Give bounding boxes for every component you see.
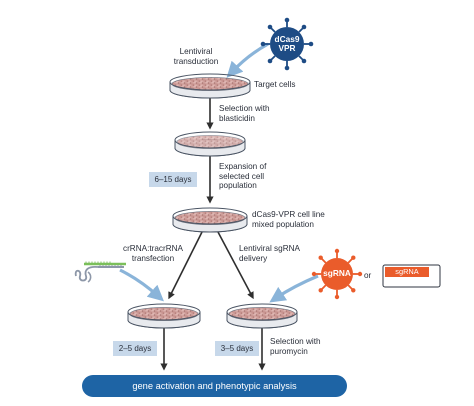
lentiviral-transduction-label: Lentiviral transduction <box>173 47 219 66</box>
gene-activation-bar: gene activation and phenotypic analysis <box>82 375 347 397</box>
lentiviral-sgrna-label: Lentiviral sgRNA delivery <box>239 244 300 263</box>
flow-arrow-left <box>168 231 203 300</box>
dcas9-virus-icon <box>260 17 314 71</box>
days-6-15-badge: 6–15 days <box>149 172 197 187</box>
petri-dish-expansion <box>172 207 248 233</box>
transduction-arrow <box>226 42 269 78</box>
target-cells-label: Target cells <box>254 80 296 89</box>
selection-blasticidin-label: Selection with blasticidin <box>219 104 270 123</box>
flow-arrow-right <box>217 231 254 300</box>
dcas9-vpr-line-label: dCas9-VPR cell line mixed population <box>252 210 325 229</box>
days-3-5-badge: 3–5 days <box>215 341 259 356</box>
sgrna-virus-icon <box>311 248 363 300</box>
or-label: or <box>364 271 372 280</box>
petri-dish-selection <box>174 131 246 157</box>
expansion-label: Expansion of selected cell population <box>219 162 267 191</box>
crrna-strand-icon <box>74 261 126 283</box>
petri-dish-crrna <box>127 303 201 329</box>
transfection-arrow <box>119 268 164 302</box>
petri-dish-sgrna <box>226 303 298 329</box>
selection-puromycin-label: Selection with puromycin <box>270 337 321 356</box>
sgrna-virus-label: sgRNA <box>323 268 351 278</box>
petri-dish-target <box>169 73 251 99</box>
crrna-transfection-label: crRNA:tracrRNA transfection <box>122 244 184 263</box>
days-2-5-badge: 2–5 days <box>113 341 157 356</box>
dcas9-vpr-label: dCas9 VPR <box>274 34 300 54</box>
sgrna-delivery-arrow <box>269 274 319 303</box>
sgrna-box-label: sgRNA <box>385 267 429 277</box>
